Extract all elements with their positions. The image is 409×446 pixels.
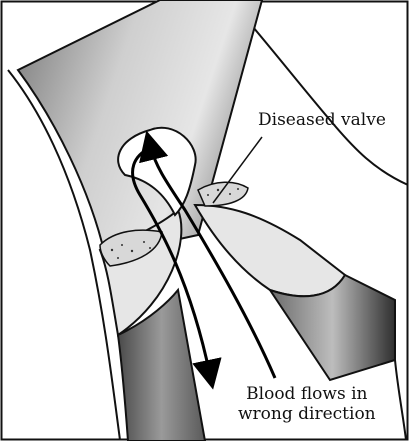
blood-flow-label: Blood flows in wrong direction xyxy=(238,384,376,424)
blood-flow-label-line2: wrong direction xyxy=(238,404,376,424)
blood-flow-label-line1: Blood flows in xyxy=(238,384,376,404)
diseased-valve-label: Diseased valve xyxy=(258,110,386,130)
